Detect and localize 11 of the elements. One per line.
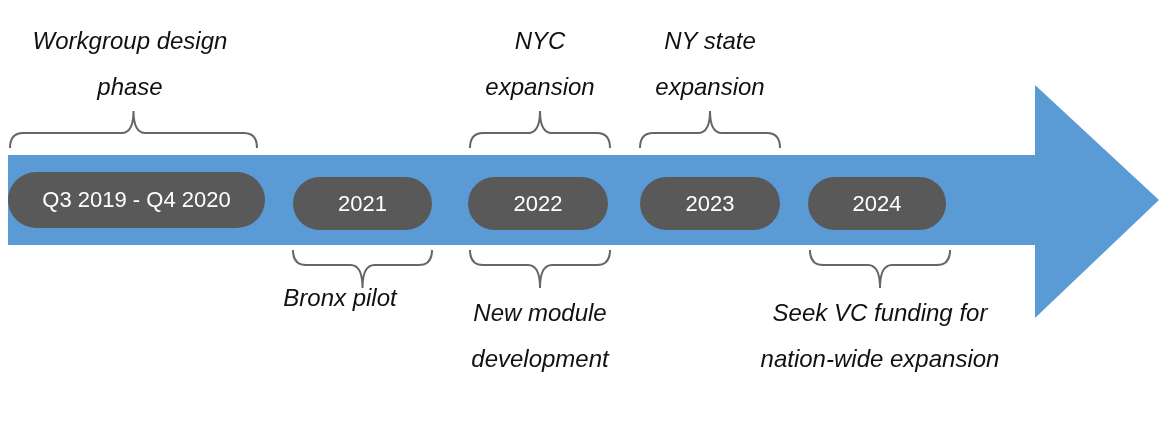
phase-label: Seek VC funding for nation-wide expansion [759, 298, 1001, 374]
year-pill: 2024 [808, 177, 946, 230]
year-pill: 2023 [640, 177, 780, 230]
year-pill: Q3 2019 - Q4 2020 [8, 172, 265, 228]
year-pill: 2022 [468, 177, 608, 230]
phase-label: Workgroup design phase [31, 26, 229, 102]
phase-label: New module development [470, 298, 611, 374]
phase-label: NYC expansion [484, 26, 596, 102]
phase-label: Bronx pilot [282, 283, 399, 313]
phase-label: NY state expansion [654, 26, 766, 102]
year-pill: 2021 [293, 177, 432, 230]
